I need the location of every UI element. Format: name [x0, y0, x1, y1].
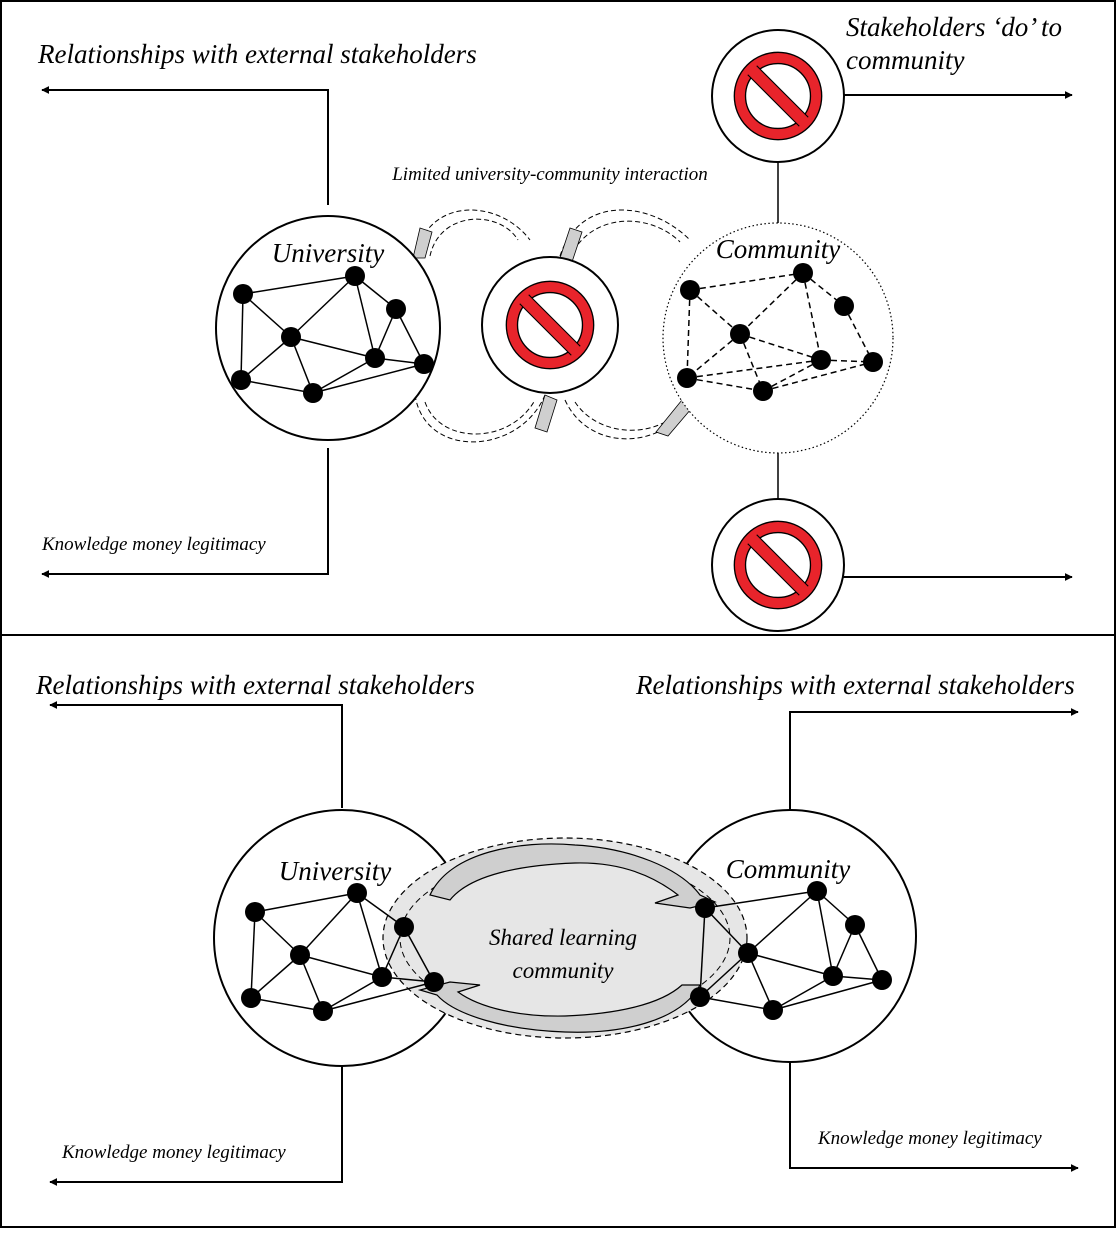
bottom-left-header: Relationships with external stakeholders [35, 670, 475, 700]
top-community-circle [662, 222, 894, 454]
top-left-header: Relationships with external stakeholders [37, 39, 477, 69]
top-left-upper-arrow [41, 86, 329, 205]
shared-learning-label-line1: Shared learning [489, 925, 637, 950]
prohibition-icon-lower [734, 521, 821, 608]
top-university-circle [215, 215, 441, 441]
bottom-right-footer: Knowledge money legitimacy [817, 1128, 1042, 1149]
bottom-right-lower-arrow [789, 1058, 1079, 1172]
top-left-lower-arrow [41, 448, 329, 578]
prohibition-icon-middle [506, 281, 593, 368]
bottom-university-label: University [279, 856, 391, 886]
bottom-left-lower-arrow [49, 1060, 343, 1186]
limited-interaction-arcs [414, 209, 696, 443]
limited-interaction-caption: Limited university-community interaction [391, 164, 708, 185]
bottom-panel: Shared learning community University [35, 670, 1079, 1186]
bottom-left-upper-arrow [49, 701, 343, 808]
top-right-header-line2: community [846, 45, 964, 75]
bottom-university-nodes [241, 883, 444, 1021]
bottom-panel-frame [0, 634, 1116, 1228]
top-left-footer: Knowledge money legitimacy [41, 534, 266, 555]
bottom-right-upper-arrow [789, 708, 1079, 815]
bottom-left-footer: Knowledge money legitimacy [61, 1142, 286, 1163]
bottom-right-header: Relationships with external stakeholders [635, 670, 1075, 700]
top-community-nodes [677, 263, 883, 401]
shared-learning-label-line2: community [513, 958, 615, 983]
top-community-label: Community [716, 234, 841, 264]
top-right-header-line1: Stakeholders ‘do’ to [846, 12, 1062, 42]
top-panel: University [37, 12, 1073, 632]
bottom-community-label: Community [726, 854, 851, 884]
top-university-nodes [231, 266, 434, 403]
bottom-university-network [250, 892, 435, 1012]
top-university-label: University [272, 238, 384, 268]
prohibition-icon-upper [734, 52, 821, 139]
bottom-community-nodes [690, 881, 892, 1020]
